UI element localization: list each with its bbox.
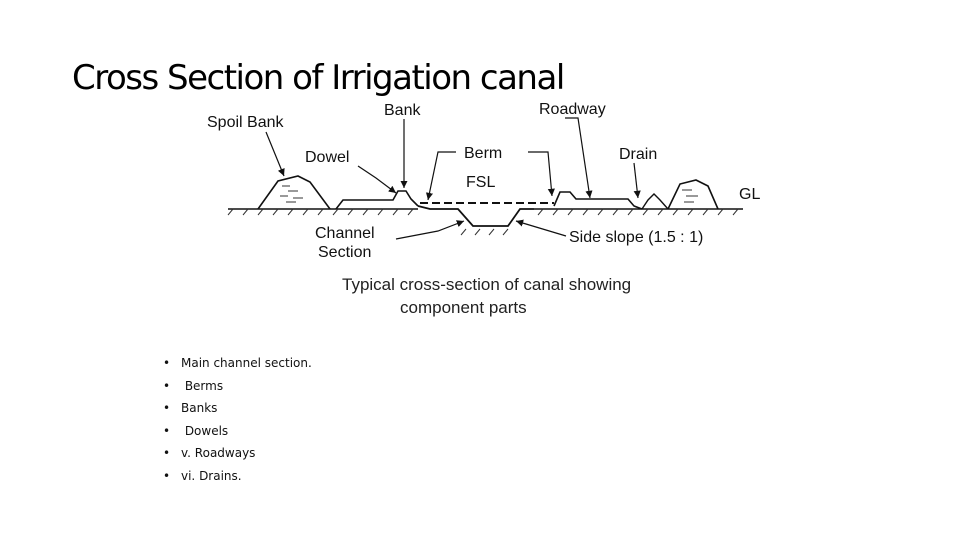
- bullet-dot: •: [163, 423, 171, 438]
- label-roadway: Roadway: [539, 101, 606, 118]
- label-fsl: FSL: [466, 174, 495, 191]
- label-dowel: Dowel: [305, 149, 349, 166]
- label-side-slope: Side slope (1.5 : 1): [569, 229, 703, 246]
- list-item: • Dowels: [163, 420, 312, 443]
- bullet-dot: •: [163, 356, 171, 370]
- canal-diagram: Spoil Bank Bank Roadway Dowel Berm Drain…: [207, 101, 760, 317]
- label-berm: Berm: [464, 145, 502, 162]
- leader-lines: [265, 117, 641, 240]
- component-parts-list: • Main channel section. • Berms • Banks • …: [163, 352, 312, 488]
- label-drain: Drain: [619, 146, 657, 163]
- bullet-dot: •: [163, 446, 171, 461]
- list-item-text: Main channel section.: [181, 356, 312, 370]
- label-bank: Bank: [384, 102, 421, 119]
- list-item: • Banks: [163, 397, 312, 420]
- list-item: • v. Roadways: [163, 442, 312, 465]
- caption-line-2: component parts: [400, 298, 527, 317]
- label-channel: Channel: [315, 225, 375, 242]
- canal-cross-section-figure: Spoil Bank Bank Roadway Dowel Berm Drain…: [198, 96, 778, 326]
- list-item-text: Berms: [181, 378, 224, 393]
- spoil-bank-left-shape: [257, 175, 331, 210]
- drain-shape: [641, 193, 669, 210]
- bullet-dot: •: [163, 378, 171, 393]
- list-item-text: Dowels: [181, 423, 229, 438]
- ground-line: [227, 208, 743, 216]
- channel-section-shape: [417, 202, 554, 236]
- list-item: • Main channel section.: [163, 352, 312, 375]
- bullet-dot: •: [163, 468, 171, 483]
- bank-left-shape: [335, 190, 419, 210]
- list-item-text: v. Roadways: [181, 446, 256, 461]
- list-item: • vi. Drains.: [163, 465, 312, 488]
- label-section: Section: [318, 244, 371, 261]
- list-item-text: vi. Drains.: [181, 468, 242, 483]
- slide-title: Cross Section of Irrigation canal: [72, 58, 565, 96]
- bank-right-shape: [553, 191, 643, 210]
- label-spoil-bank: Spoil Bank: [207, 114, 284, 131]
- caption-line-1: Typical cross-section of canal showing: [342, 275, 631, 294]
- spoil-bank-right-shape: [667, 179, 719, 210]
- list-item: • Berms: [163, 375, 312, 398]
- label-gl: GL: [739, 186, 760, 203]
- bullet-dot: •: [163, 401, 171, 416]
- list-item-text: Banks: [181, 401, 218, 416]
